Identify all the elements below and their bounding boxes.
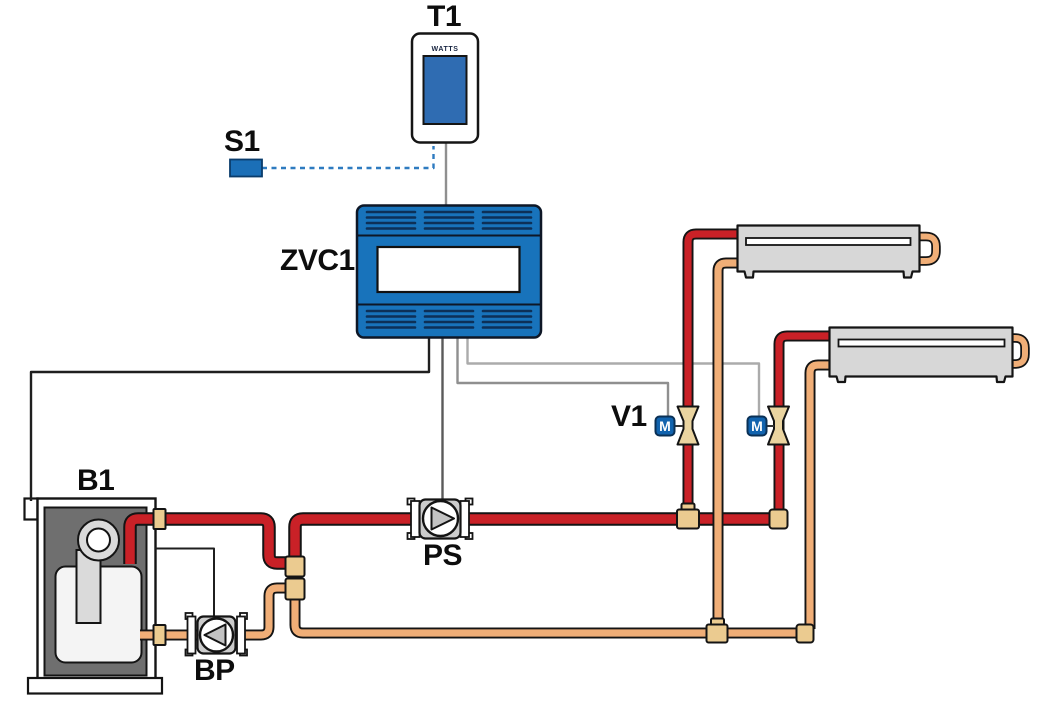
- bp-flow-arrow: [203, 623, 227, 647]
- label-zone-valve: V1: [611, 400, 647, 433]
- bp-flange-left: [186, 615, 197, 655]
- label-boiler: B1: [77, 464, 115, 497]
- supply-piping-red: [123, 228, 838, 572]
- label-sensor: S1: [224, 125, 260, 158]
- return-pipe-boiler-pump: [140, 584, 288, 639]
- return-riser-1: [714, 259, 744, 633]
- elbow-supply-riser-2: [768, 508, 789, 530]
- supply-main-outline: [288, 512, 779, 572]
- baseboard-radiator-1: [736, 224, 921, 279]
- tee-return-riser-1: [705, 623, 729, 644]
- zvc1-vent-slats-bottom: [365, 309, 533, 329]
- radiator-1-loop: [916, 233, 939, 264]
- label-zone-valve-control: ZVC1: [280, 244, 355, 277]
- elbow-return-riser-2: [795, 623, 815, 644]
- closely-spaced-tee-supply: [284, 555, 306, 578]
- zone-valve-2-actuator: [746, 415, 768, 437]
- boiler-wiring-tab: [23, 497, 39, 521]
- boiler-supply-union: [152, 508, 167, 530]
- radiator-1-body: [736, 224, 921, 279]
- boiler-flue-opening: [86, 527, 111, 553]
- supply-main: [290, 514, 779, 572]
- return-main: [291, 597, 806, 637]
- thermostat-screen: [422, 55, 468, 125]
- boiler-return-union: [152, 624, 167, 646]
- supply-pipe-boiler: [125, 514, 296, 568]
- zone-valve-1-actuator: [654, 415, 676, 437]
- return-main-outline: [289, 597, 806, 639]
- wire-zvc1-to-valve-2: [466, 336, 761, 418]
- zvc1-label-window: [376, 245, 521, 294]
- closely-spaced-tee-return: [284, 577, 306, 601]
- zone-valve-control-panel: [355, 204, 543, 339]
- boiler-pump: [184, 612, 248, 657]
- label-thermostat: T1: [427, 0, 462, 33]
- return-riser-2-outline: [804, 359, 838, 629]
- thermostat-device: WATTS: [410, 32, 480, 144]
- zone-valve-2-body: [767, 405, 790, 446]
- wire-boiler-to-boiler-pump: [155, 547, 215, 617]
- return-riser-2: [806, 361, 838, 629]
- radiator-2-loop: [1006, 335, 1028, 367]
- zone-valve-2-actuator-label: M: [751, 418, 763, 434]
- zone-valve-1-actuator-label: M: [659, 418, 671, 434]
- sensor-device: [229, 158, 263, 178]
- tee-supply-riser-1: [676, 508, 700, 530]
- zone-valve-2: M: [746, 405, 790, 446]
- label-boiler-pump: BP: [194, 654, 235, 687]
- baseboard-radiator-2: [828, 326, 1014, 384]
- ps-flange-left: [410, 500, 421, 538]
- radiator-2-damper-slot: [837, 338, 1006, 348]
- boiler: [23, 497, 164, 695]
- ps-flow-arrow: [430, 506, 455, 531]
- wire-zvc1-to-boiler: [29, 336, 431, 501]
- zvc1-vent-slats-top: [365, 210, 533, 230]
- boiler-burner-stem: [75, 549, 102, 624]
- return-piping-tan: [140, 231, 1030, 641]
- boiler-base: [26, 676, 164, 695]
- thermostat-brand: WATTS: [432, 46, 459, 53]
- zone-valve-1-body: [676, 405, 700, 446]
- bp-flange-right: [236, 615, 246, 655]
- supply-riser-2: [775, 332, 838, 523]
- wire-zvc1-to-valve-1: [456, 336, 670, 418]
- sensor-dashed-link: [262, 146, 435, 170]
- radiator-1-damper-slot: [745, 237, 912, 246]
- radiator-2-body: [828, 326, 1014, 384]
- supply-riser-1: [684, 230, 744, 524]
- wiring: [29, 142, 761, 617]
- system-pump: [406, 497, 474, 540]
- label-system-pump: PS: [423, 539, 463, 572]
- ps-flange-right: [459, 500, 470, 538]
- fittings: [152, 502, 815, 646]
- return-riser-1-outline: [712, 257, 744, 633]
- zone-valve-1: M: [654, 405, 700, 446]
